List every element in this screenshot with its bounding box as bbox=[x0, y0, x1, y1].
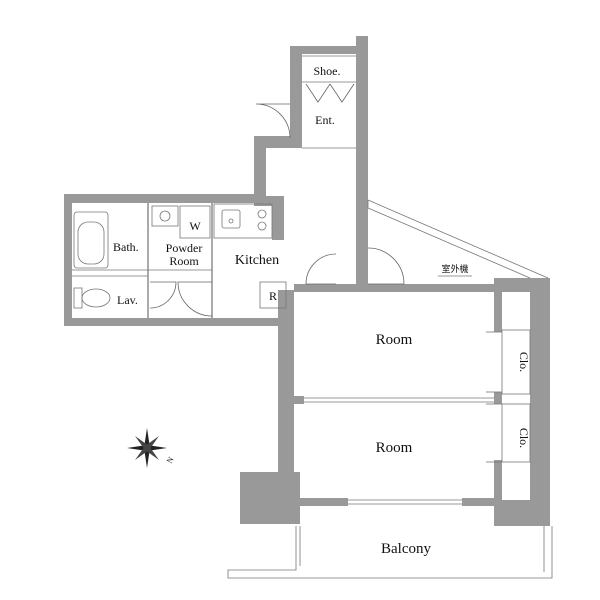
powder-room-label-line2: Room bbox=[169, 254, 199, 268]
outdoor-unit-label: 室外機 bbox=[441, 263, 468, 275]
refrigerator-icon bbox=[259, 281, 287, 309]
interior-lines bbox=[72, 55, 553, 579]
washer-icon bbox=[179, 205, 211, 239]
shoe-label: Shoe. bbox=[314, 64, 341, 78]
entrance-label: Ent. bbox=[315, 113, 335, 127]
powder-room-label-line1: Powder bbox=[166, 241, 203, 255]
bath-label: Bath. bbox=[113, 240, 139, 254]
closet-upper-label: Clo. bbox=[517, 352, 531, 372]
closet-lower-label: Clo. bbox=[517, 428, 531, 448]
washer-label: W bbox=[189, 219, 201, 233]
balcony-label: Balcony bbox=[381, 541, 431, 557]
entrance-door-icon bbox=[255, 103, 291, 139]
room-door-icon bbox=[305, 253, 337, 285]
room-upper-label: Room bbox=[376, 332, 413, 348]
powder-room-door-icon bbox=[177, 281, 213, 317]
lav-door-icon bbox=[149, 281, 177, 309]
compass-rose-icon: N bbox=[127, 428, 176, 468]
labels: Shoe. Ent. Bath. W Powder Room Kitchen R… bbox=[113, 64, 531, 557]
shoe-cabinet-doors-icon bbox=[305, 83, 331, 103]
doors bbox=[149, 103, 405, 317]
north-label: N bbox=[165, 455, 176, 465]
refrigerator-label: R bbox=[269, 289, 277, 303]
bathtub-icon bbox=[73, 211, 109, 269]
toilet-icon bbox=[81, 288, 111, 308]
walls bbox=[64, 36, 550, 526]
fixtures bbox=[73, 83, 355, 309]
washbasin-icon bbox=[151, 205, 179, 227]
kitchen-label: Kitchen bbox=[235, 253, 279, 268]
stove-burner-icon bbox=[257, 209, 267, 219]
sink-icon bbox=[221, 209, 241, 229]
room-lower-label: Room bbox=[376, 440, 413, 456]
lavatory-label: Lav. bbox=[117, 293, 138, 307]
